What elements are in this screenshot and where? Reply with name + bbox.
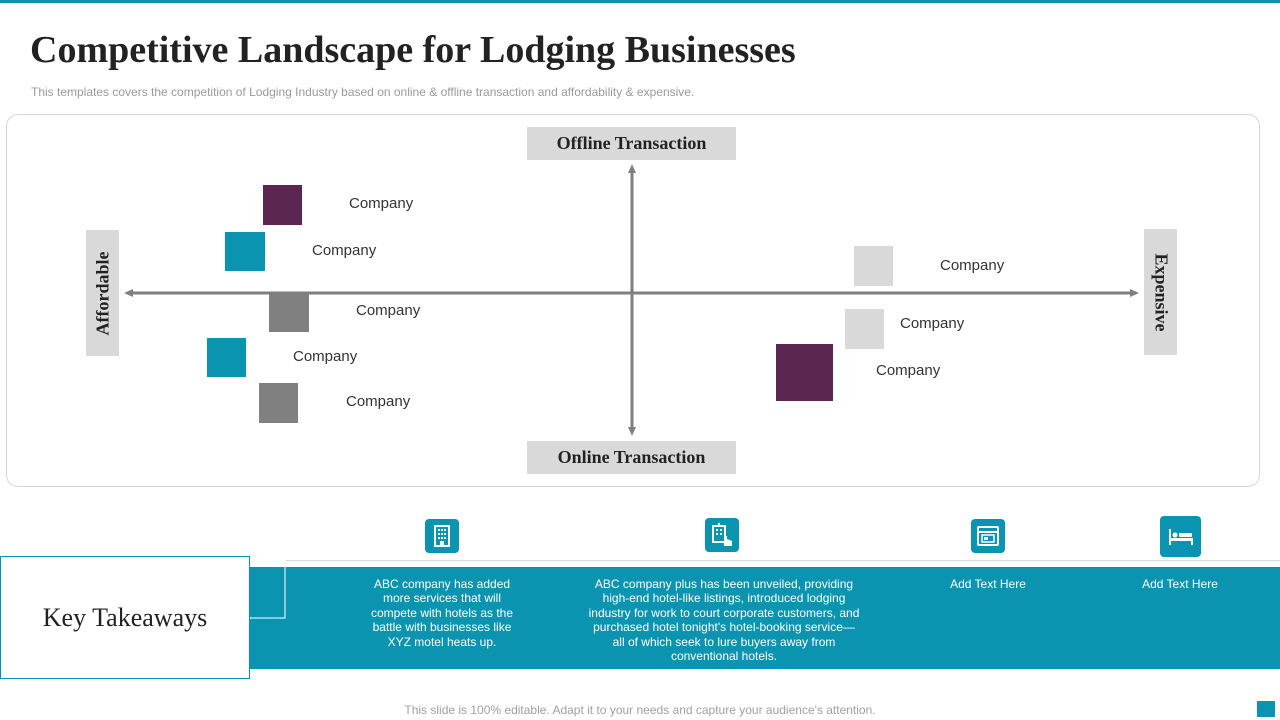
footer-note: This slide is 100% editable. Adapt it to… (404, 703, 876, 717)
axis-label-expensive: Expensive (1144, 229, 1177, 355)
hotel-tap-icon (705, 518, 739, 552)
company-marker (263, 185, 302, 225)
company-marker (854, 246, 893, 286)
axis-label-online: Online Transaction (527, 441, 736, 474)
takeaway-text: ABC company has added more services that… (370, 577, 514, 649)
company-marker (225, 232, 265, 271)
company-label: Company (876, 362, 941, 379)
takeaway-text: Add Text Here (950, 577, 1026, 591)
axis-label-offline: Offline Transaction (527, 127, 736, 160)
page-title: Competitive Landscape for Lodging Busine… (30, 29, 796, 71)
company-label: Company (900, 315, 965, 332)
band-top-rule (285, 560, 1280, 561)
building-icon (425, 519, 459, 553)
key-takeaways-box: Key Takeaways (0, 556, 250, 679)
takeaway-band (248, 567, 1280, 669)
top-accent-bar (0, 0, 1280, 3)
company-label: Company (346, 393, 411, 410)
company-marker (207, 338, 246, 377)
axis-label-affordable: Affordable (86, 230, 119, 356)
company-label: Company (312, 242, 377, 259)
company-label: Company (349, 195, 414, 212)
takeaway-text: Add Text Here (1142, 577, 1218, 591)
corner-accent (1257, 701, 1275, 717)
bed-icon (1160, 516, 1201, 557)
takeaway-text: ABC company plus has been unveiled, prov… (588, 577, 860, 664)
company-marker (259, 383, 298, 423)
matrix-panel (6, 114, 1260, 487)
page-subtitle: This templates covers the competition of… (31, 85, 695, 99)
booking-window-icon (971, 519, 1005, 553)
company-label: Company (356, 302, 421, 319)
company-label: Company (940, 257, 1005, 274)
company-marker (776, 344, 833, 401)
company-marker (845, 309, 884, 349)
company-marker (269, 293, 309, 332)
company-label: Company (293, 348, 358, 365)
